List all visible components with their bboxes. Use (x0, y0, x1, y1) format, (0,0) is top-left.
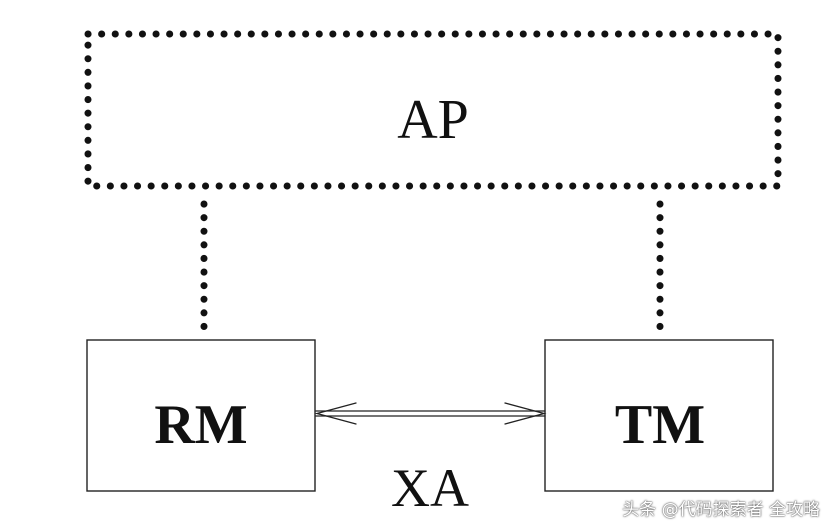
xa-arrow-head-left (314, 402, 357, 425)
tm-label: TM (615, 394, 705, 456)
xa-label: XA (391, 458, 469, 518)
xa-arrow-head-right (504, 402, 547, 425)
rm-label: RM (154, 394, 247, 456)
ap-label: AP (397, 89, 469, 151)
xa-bidirectional-arrow (314, 402, 547, 425)
ap-box (84, 30, 782, 190)
watermark-text: 头条 @代码探索者 全攻略 (622, 500, 820, 520)
rm-box (86, 339, 316, 492)
